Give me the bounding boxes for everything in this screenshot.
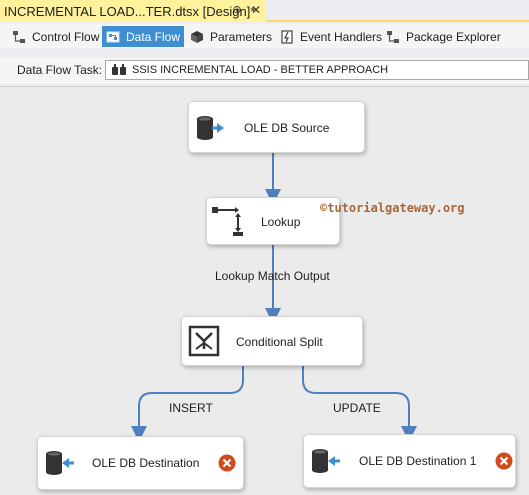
conditional-split-icon [188, 325, 220, 357]
tab-label: Control Flow [32, 29, 100, 44]
conditional-split-label: Conditional Split [236, 335, 323, 349]
update-path-label: UPDATE [333, 401, 381, 415]
data-flow-canvas[interactable]: OLE DB Source Lookup Cond [0, 86, 529, 495]
close-icon[interactable]: ✕ [250, 3, 262, 17]
lookup-transform[interactable]: Lookup [206, 197, 340, 245]
ole-db-destination-label: OLE DB Destination [92, 456, 200, 470]
tab-control-flow[interactable]: Control Flow [8, 26, 103, 47]
tab-label: Event Handlers [300, 29, 383, 44]
data-flow-task-icon [112, 64, 126, 76]
tab-event-handlers[interactable]: Event Handlers [276, 26, 386, 47]
ole-db-source[interactable]: OLE DB Source [188, 101, 365, 153]
ole-db-destination-1-icon [310, 445, 342, 477]
designer-tab-strip: Control Flow Data Flow Parameters [0, 24, 529, 48]
package-explorer-icon [386, 30, 400, 44]
data-flow-icon [106, 30, 120, 44]
tab-label: Data Flow [126, 29, 181, 44]
event-handlers-icon [280, 29, 294, 44]
document-tab-bar: INCREMENTAL LOAD...TER.dtsx [Design]* ⊕ … [0, 0, 529, 22]
lookup-label: Lookup [261, 215, 301, 229]
error-icon[interactable] [495, 452, 513, 470]
ole-db-source-label: OLE DB Source [244, 121, 330, 135]
ole-db-destination-1[interactable]: OLE DB Destination 1 [303, 434, 516, 488]
conditional-split[interactable]: Conditional Split [181, 316, 363, 366]
document-tab-title: INCREMENTAL LOAD...TER.dtsx [Design]* [4, 3, 256, 19]
tab-data-flow[interactable]: Data Flow [102, 26, 185, 47]
ole-db-destination-1-label: OLE DB Destination 1 [359, 454, 477, 468]
lookup-match-output-label: Lookup Match Output [215, 269, 330, 283]
tab-label: Package Explorer [406, 29, 501, 44]
ole-db-destination-icon [44, 447, 76, 479]
data-flow-task-label: Data Flow Task: [17, 63, 103, 77]
data-path-wires [131, 153, 417, 442]
ole-db-destination[interactable]: OLE DB Destination [37, 436, 244, 490]
tab-package-explorer[interactable]: Package Explorer [382, 26, 505, 47]
tab-label: Parameters [210, 29, 273, 44]
pin-icon[interactable]: ⊕ [232, 4, 242, 16]
ole-db-source-icon [195, 112, 227, 144]
insert-path-label: INSERT [169, 401, 213, 415]
watermark: ©tutorialgateway.org [320, 201, 465, 215]
tab-parameters[interactable]: Parameters [186, 26, 276, 47]
path-update [302, 366, 417, 442]
lookup-icon [211, 205, 243, 237]
document-tab[interactable]: INCREMENTAL LOAD...TER.dtsx [Design]* ⊕ … [0, 0, 266, 22]
data-flow-task-row: Data Flow Task: SSIS INCREMENTAL LOAD - … [0, 58, 529, 84]
data-flow-task-select[interactable]: SSIS INCREMENTAL LOAD - BETTER APPROACH [105, 60, 529, 80]
data-flow-task-value: SSIS INCREMENTAL LOAD - BETTER APPROACH [132, 64, 389, 76]
path-insert [131, 366, 244, 442]
error-icon[interactable] [218, 454, 236, 472]
control-flow-icon [12, 30, 26, 44]
parameters-icon [190, 30, 204, 44]
